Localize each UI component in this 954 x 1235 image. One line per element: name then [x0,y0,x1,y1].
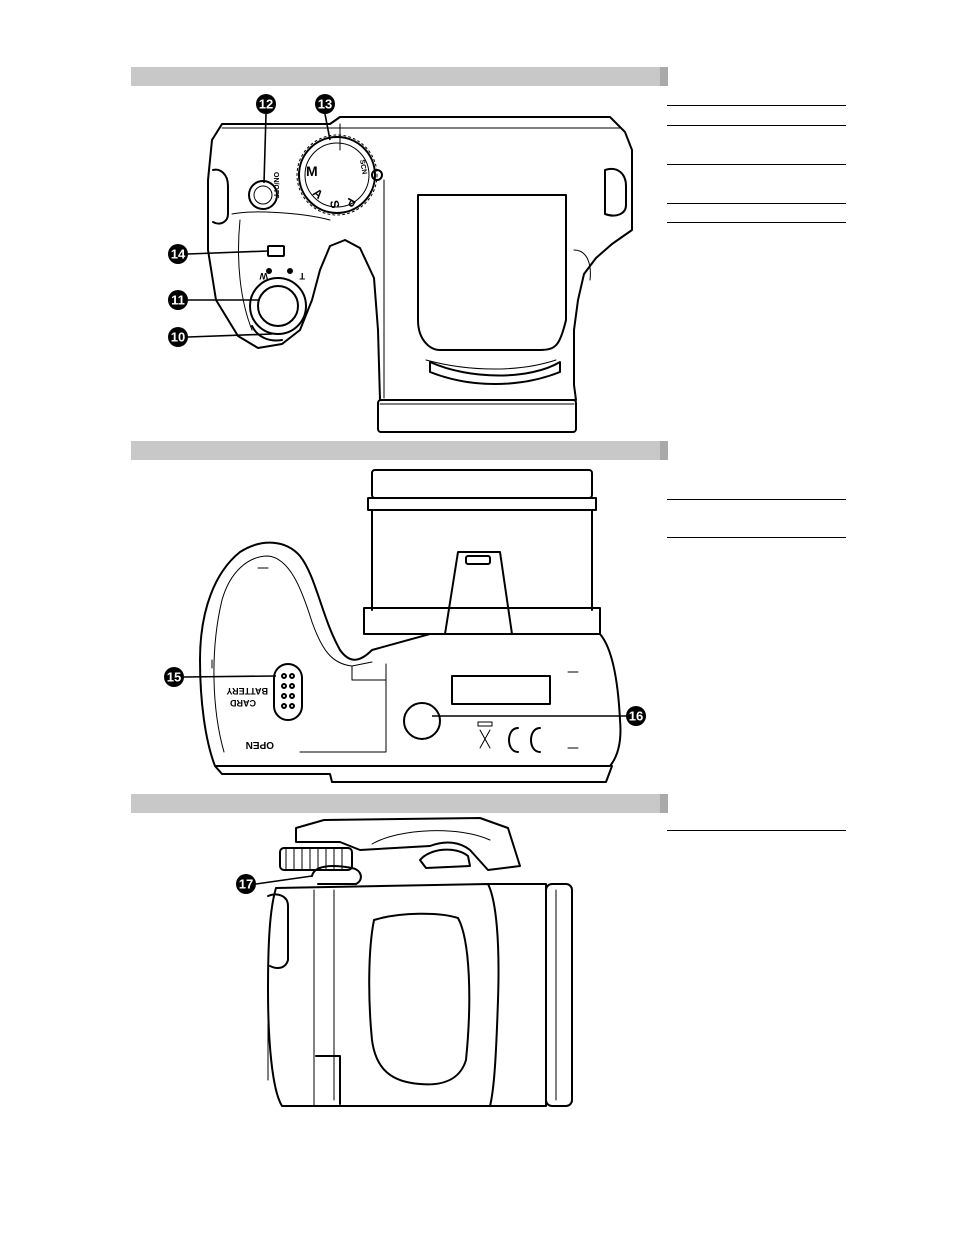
note-rule [667,125,846,126]
svg-text:17: 17 [239,877,253,892]
callout-14: 14 [168,244,269,264]
svg-text:14: 14 [171,247,186,262]
section-bar-bottom-view [131,441,668,460]
dial-label-m: M [306,163,318,179]
dial-label-p: P [342,196,358,210]
note-rule [667,830,846,831]
dial-label-scn: SCN [358,159,367,175]
card-label: CARD [230,698,256,708]
callout-16: 16 [432,706,646,726]
battery-label: BATTERY [227,686,269,696]
camera-side-view-drawing [267,817,573,1107]
note-rule [667,164,846,165]
callout-15: 15 [164,667,277,687]
note-rule [667,203,846,204]
open-label: OPEN [246,739,274,750]
svg-text:12: 12 [259,97,273,112]
callout-10: 10 [168,327,273,347]
zoom-label-t: T [299,271,305,281]
callout-11: 11 [168,290,258,310]
camera-top-view-drawing [207,116,633,433]
dial-label-s: S [327,199,342,209]
note-rule [667,499,846,500]
svg-text:13: 13 [318,97,332,112]
svg-text:10: 10 [171,330,185,345]
dial-label-a: A [310,186,326,203]
svg-text:11: 11 [171,293,185,308]
camera-printed-labels: ON/OFF M A S P SCN T W CARD BATTERY OPEN [227,159,368,750]
svg-text:16: 16 [629,709,643,724]
zoom-label-w: W [259,271,268,281]
power-label: ON/OFF [272,172,279,199]
camera-bottom-view-drawing [199,469,622,783]
svg-text:15: 15 [167,670,181,685]
section-bar-top-view [131,67,668,86]
note-rule [667,537,846,538]
note-rule [667,105,846,106]
section-bar-side-view [131,794,668,813]
callout-12: 12 [256,94,276,184]
note-rule [667,222,846,223]
callout-17: 17 [236,874,313,894]
callout-13: 13 [315,94,335,141]
